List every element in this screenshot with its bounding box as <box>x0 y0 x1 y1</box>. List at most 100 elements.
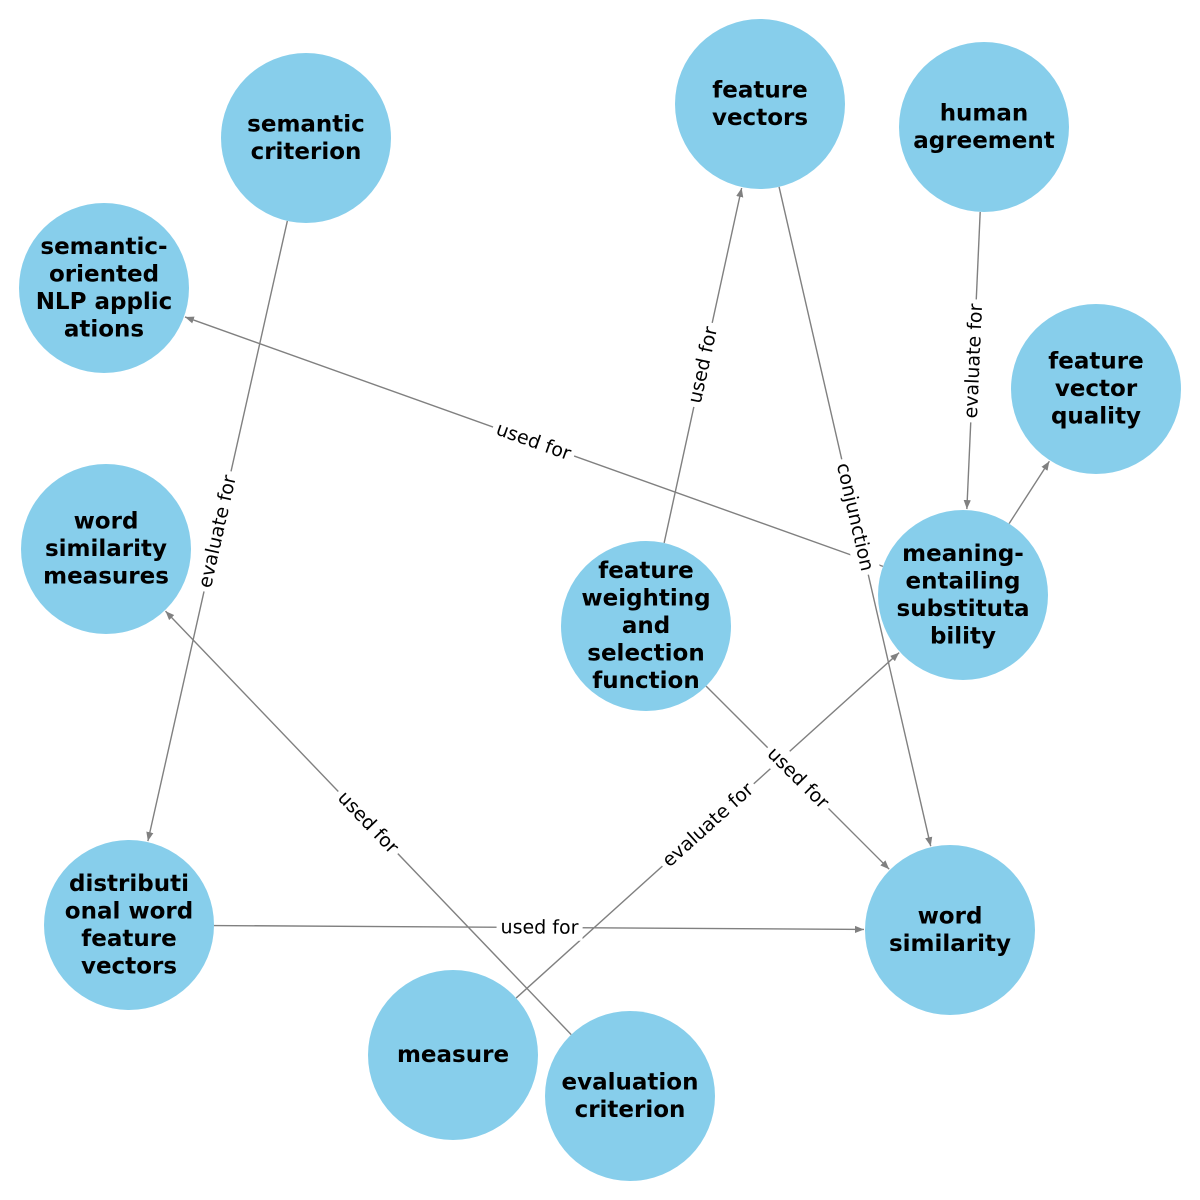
edge-label: evaluate for <box>658 778 758 871</box>
edge-label: used for <box>333 787 403 859</box>
node-label-line: measure <box>397 1042 509 1068</box>
node-circle <box>865 845 1035 1015</box>
node-measure: measure <box>368 970 538 1140</box>
node-circle <box>368 970 538 1140</box>
node-circle <box>675 19 845 189</box>
node-circle <box>221 53 391 223</box>
edge-label-background <box>829 456 881 578</box>
edge-label-group: evaluate for <box>957 298 990 423</box>
edge-label-group: used for <box>758 738 838 818</box>
node-label-line: feature <box>81 926 176 952</box>
node-label-line: vectors <box>81 953 177 979</box>
edge-label: used for <box>493 418 574 465</box>
edge-label-background <box>653 774 763 876</box>
node-label-line: substituta <box>897 596 1030 622</box>
edge-label: used for <box>763 743 834 814</box>
node-circle <box>44 840 214 1010</box>
node-label-line: meaning- <box>902 541 1024 567</box>
node-label-line: word <box>918 903 983 929</box>
edge-label-background <box>957 298 990 423</box>
node-circle <box>878 510 1048 680</box>
node-circle <box>1011 304 1181 474</box>
node-label-line: word <box>74 509 139 535</box>
node-label-line: onal word <box>65 898 193 924</box>
edge-label-group: evaluate for <box>191 468 244 595</box>
edge-label-group: used for <box>681 320 725 410</box>
edge-label: used for <box>501 916 579 938</box>
node-circle <box>561 541 731 711</box>
node-label-line: semantic- <box>40 234 167 260</box>
node-circle <box>545 1011 715 1181</box>
node-label-line: function <box>592 668 699 694</box>
node-label-line: feature <box>598 558 693 584</box>
node-label-line: similarity <box>889 931 1011 957</box>
edge-label-group: used for <box>328 782 408 863</box>
node-label-line: semantic <box>247 111 365 137</box>
edge-label-background <box>758 738 838 818</box>
node-label-line: weighting <box>581 586 710 612</box>
edge-label-background <box>191 468 244 595</box>
edge-label: evaluate for <box>194 473 241 590</box>
node-label-line: similarity <box>45 536 167 562</box>
node-label-line: evaluation <box>562 1069 699 1095</box>
node-circle <box>19 203 189 373</box>
node-label-line: agreement <box>913 128 1054 154</box>
node-label: measure <box>397 1042 509 1068</box>
edge-label-background <box>496 914 583 941</box>
node-label-line: bility <box>930 623 996 649</box>
node-label-line: feature <box>1048 349 1143 375</box>
node-circle <box>899 42 1069 212</box>
node-label-line: ations <box>64 316 144 342</box>
edge-label: used for <box>684 324 722 405</box>
node-label-line: vectors <box>712 105 808 131</box>
node-label-line: and <box>622 613 670 639</box>
node-label-line: distributi <box>69 871 189 897</box>
edge-label-background <box>681 320 725 410</box>
node-label-line: oriented <box>49 261 159 287</box>
edge-label: conjunction <box>832 461 878 573</box>
node-label-line: measures <box>43 564 169 590</box>
node-label-line: human <box>940 100 1029 126</box>
node-label-line: NLP applic <box>36 289 173 315</box>
edge-label-background <box>488 414 579 469</box>
node-label-line: selection <box>587 641 704 667</box>
node-label-line: criterion <box>251 139 362 165</box>
node-circle <box>21 464 191 634</box>
node-label-line: vector <box>1055 376 1138 402</box>
edge-label-group: conjunction <box>829 456 881 578</box>
node-label-line: quality <box>1051 404 1141 430</box>
edge-label-background <box>328 782 408 863</box>
edge-label-group: evaluate for <box>653 774 763 876</box>
edge-label-group: used for <box>496 914 583 941</box>
node-label-line: entailing <box>906 568 1021 594</box>
node-label-line: feature <box>712 77 807 103</box>
edge-meaning-entailing-substitutability-to-feature-vector-quality <box>1008 460 1050 524</box>
node-label-line: criterion <box>575 1097 686 1123</box>
edge-label: evaluate for <box>960 303 987 419</box>
edge-label-group: used for <box>488 414 579 469</box>
